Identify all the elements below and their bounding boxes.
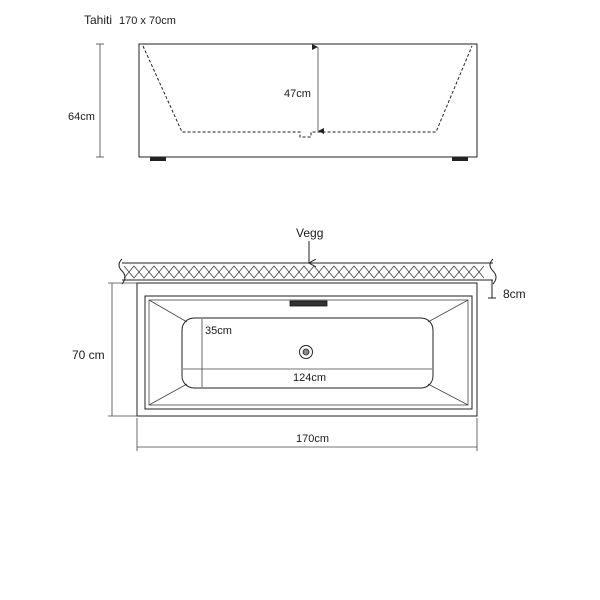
inner-width-dimension: 35cm [201, 319, 232, 387]
side-view-inner-profile [142, 45, 473, 138]
inner-depth-dimension: 47cm [284, 44, 324, 134]
wall-label: Vegg [296, 226, 323, 240]
tub-outer-rim [136, 282, 478, 417]
slope-line-bottom-right [427, 383, 469, 406]
side-view-outline [138, 43, 478, 158]
width-label: 70 cm [72, 348, 105, 362]
overflow-icon [289, 300, 328, 307]
wall-gap-label: 8cm [503, 287, 526, 301]
tub-inner-rim [144, 295, 473, 410]
wall-break-left [118, 258, 126, 285]
right-foot [452, 157, 468, 161]
basin-floor [181, 317, 434, 389]
width-dimension: 70 cm [72, 282, 137, 417]
length-dimension: 170cm [136, 418, 478, 451]
length-label: 170cm [296, 433, 329, 445]
wall-hatch-a [123, 265, 485, 279]
tub-rim-edge [148, 299, 469, 406]
model-size: 170 x 70cm [119, 15, 176, 27]
wall-hatch-b [123, 265, 485, 279]
drain-inner-ring [302, 348, 310, 356]
side-view: 64cm 47cm [68, 43, 478, 161]
wall-break-right [489, 258, 497, 285]
inner-length-label: 124cm [293, 372, 326, 384]
plan-view: Vegg 8cm [72, 226, 526, 451]
model-name: Tahiti [84, 13, 112, 27]
wall-band [118, 258, 497, 285]
wall-gap-dimension: 8cm [488, 280, 526, 301]
height-dimension: 64cm [68, 43, 104, 158]
slope-line-top-right [427, 299, 469, 323]
drain-icon [299, 345, 313, 359]
slope-line-top-left [148, 299, 188, 323]
height-label: 64cm [68, 111, 95, 123]
inner-width-label: 35cm [205, 325, 232, 337]
left-foot [150, 157, 166, 161]
inner-length-dimension: 124cm [183, 368, 432, 384]
slope-line-bottom-left [148, 383, 188, 406]
inner-depth-label: 47cm [284, 88, 311, 100]
